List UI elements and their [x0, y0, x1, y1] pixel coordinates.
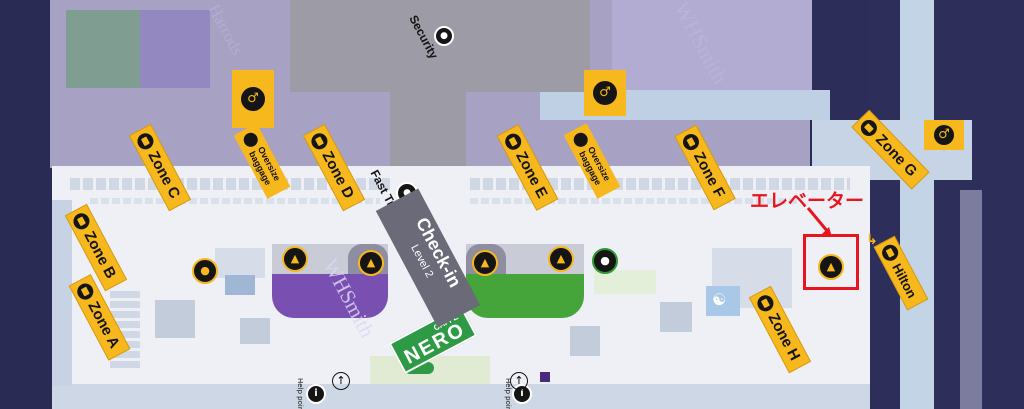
- help-point-label: Help point: [296, 377, 305, 409]
- elevator-icon: ▲: [282, 246, 308, 272]
- security-area: [290, 0, 590, 92]
- baggage-trolley-icon: ●: [192, 258, 218, 284]
- security-icon: ●: [434, 26, 454, 46]
- check-in-desk-icon: [680, 130, 703, 153]
- baggage-icon: [571, 130, 591, 150]
- elevator-icon: ▲: [358, 250, 384, 276]
- check-in-desk-icon: [135, 130, 157, 152]
- walkway-right-edge: [960, 190, 982, 409]
- elevator-highlight-box: [803, 234, 859, 290]
- baggage-trolley-icon: ●: [592, 248, 618, 274]
- service-block: [594, 270, 656, 294]
- elevator-icon: ▲: [472, 250, 498, 276]
- baggage-icon: [241, 130, 261, 150]
- check-in-desk-row: [470, 198, 800, 204]
- check-in-desk-icon: [74, 280, 97, 303]
- check-in-desk-row: [90, 198, 380, 204]
- retail-block-violet: [140, 10, 210, 88]
- hotel-icon: [879, 241, 901, 264]
- check-in-desk-row: [70, 178, 390, 190]
- toilets-icon: ♂: [593, 81, 617, 105]
- check-in-desk-icon: [309, 130, 331, 152]
- elevator-icon: ▲: [818, 254, 844, 280]
- service-block: [240, 318, 270, 344]
- marker-square: [540, 372, 550, 382]
- toilets-sign: ♂: [584, 70, 626, 116]
- info-arrow-icon: ↑: [510, 372, 528, 390]
- toilets-sign: ♂: [924, 120, 964, 150]
- outer-area-left: [0, 0, 52, 409]
- check-in-desk-icon: [857, 116, 881, 139]
- family-area: [706, 286, 740, 316]
- walkway-right: [900, 0, 934, 409]
- toilets-icon: ♂: [934, 125, 954, 145]
- hilton-direction-arrow: ↳: [866, 232, 878, 248]
- retail-block-lilac: [612, 0, 812, 90]
- elevator-icon: ▲: [548, 246, 574, 272]
- toilets-icon: ♂: [241, 87, 265, 111]
- toilets-sign: ♂: [232, 70, 274, 128]
- service-block: [660, 302, 692, 332]
- retail-block-green: [66, 10, 140, 88]
- shop-green: [466, 272, 584, 318]
- service-block: [155, 300, 195, 338]
- service-block: [570, 326, 600, 356]
- floor-left-edge: [52, 200, 72, 386]
- service-block: [215, 248, 265, 278]
- check-in-desk-icon: [71, 210, 93, 232]
- help-point-icon: i: [306, 384, 326, 404]
- shop-purple: [272, 272, 388, 318]
- service-block: [225, 275, 255, 295]
- family-icon: ☯: [712, 290, 727, 309]
- elevator-annotation-text: エレベーター: [750, 190, 865, 212]
- floor-lower-strip: [52, 384, 870, 409]
- check-in-desk-icon: [755, 292, 777, 314]
- check-in-desk-row: [470, 178, 850, 190]
- info-arrow-icon: ↑: [332, 372, 350, 390]
- landside-area-right: [870, 0, 1024, 409]
- check-in-desk-icon: [502, 130, 525, 153]
